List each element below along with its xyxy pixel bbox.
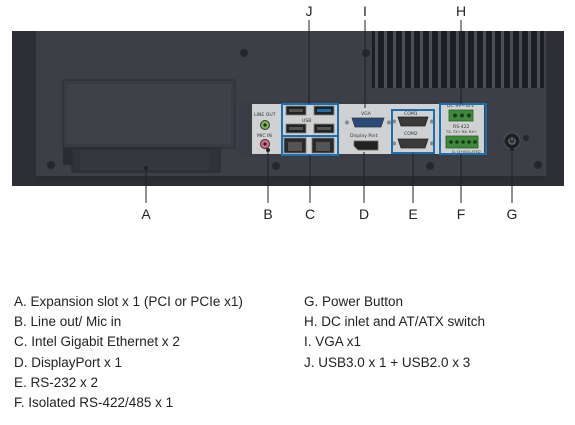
heatsink-fins	[372, 31, 544, 94]
highlight-dc-rs422	[439, 103, 487, 155]
displayport-label: Display Port	[350, 133, 378, 139]
legend-item-h: H. DC inlet and AT/ATX switch	[304, 314, 486, 330]
legend-item-i: I. VGA x1	[304, 334, 362, 350]
legend-item-g: G. Power Button	[304, 294, 404, 309]
rs422-label: RS-422	[453, 124, 470, 130]
screw-hole	[523, 135, 529, 141]
expansion-slot	[62, 79, 236, 173]
callout-d: D	[359, 206, 369, 222]
legend-item-c: C. Intel Gigabit Ethernet x 2	[14, 334, 180, 350]
com2-label: COM2	[404, 131, 418, 137]
com1-label: COM1	[404, 111, 418, 117]
legend-right: G. Power Button H. DC inlet and AT/ATX s…	[304, 292, 485, 373]
screw-hole	[272, 162, 280, 170]
chassis-bottom-edge	[36, 176, 546, 182]
callout-f: F	[457, 206, 466, 222]
video-ports: VGA Display Port	[345, 111, 391, 151]
ethernet-ports	[283, 137, 335, 154]
line-out-label: LINE OUT	[254, 112, 276, 118]
power-and-rs422: DC 9V~32V RS-422 TX- TX+ RX- RX+ D- D+ I…	[445, 103, 481, 154]
rs485-label: D- D+	[452, 150, 463, 154]
legend-item-b: B. Line out/ Mic in	[14, 314, 122, 330]
screw-hole	[362, 49, 370, 57]
serial-ports: COM1 COM2	[392, 111, 434, 149]
legend-item-j: J. USB3.0 x 1 + USB2.0 x 3	[304, 354, 471, 370]
legend-item-a: A. Expansion slot x 1 (PCI or PCIe x1)	[14, 294, 243, 309]
dc-in-label: DC 9V~32V	[447, 103, 475, 109]
callout-h: H	[456, 3, 466, 19]
mic-in-label: MIC IN	[257, 133, 272, 139]
callout-i: I	[363, 3, 367, 19]
audio-jacks: LINE OUT MIC IN	[254, 112, 276, 149]
callout-e: E	[408, 206, 417, 222]
vga-label: VGA	[361, 111, 372, 117]
rs422-pins-label: TX- TX+ RX- RX+	[445, 130, 477, 134]
legend-item-e: E. RS-232 x 2	[14, 374, 99, 390]
callout-b: B	[263, 206, 272, 222]
isolated-label: ISOLATED	[463, 150, 481, 154]
callout-j: J	[306, 3, 313, 19]
callout-a: A	[141, 206, 151, 222]
screw-hole	[426, 162, 434, 170]
callout-dots	[144, 147, 514, 170]
usb-ports: USB	[285, 105, 335, 134]
legend-left: A. Expansion slot x 1 (PCI or PCIe x1) B…	[14, 292, 243, 413]
power-button	[503, 132, 521, 150]
callout-c: C	[305, 206, 315, 222]
legend-item-f: F. Isolated RS-422/485 x 1	[14, 395, 174, 411]
usb-label: USB	[302, 118, 311, 124]
screw-hole	[47, 161, 55, 169]
callout-g: G	[507, 206, 518, 222]
screw-hole	[240, 49, 248, 57]
callout-lines	[145, 20, 513, 203]
legend-item-d: D. DisplayPort x 1	[14, 354, 123, 370]
screw-hole	[534, 161, 542, 169]
